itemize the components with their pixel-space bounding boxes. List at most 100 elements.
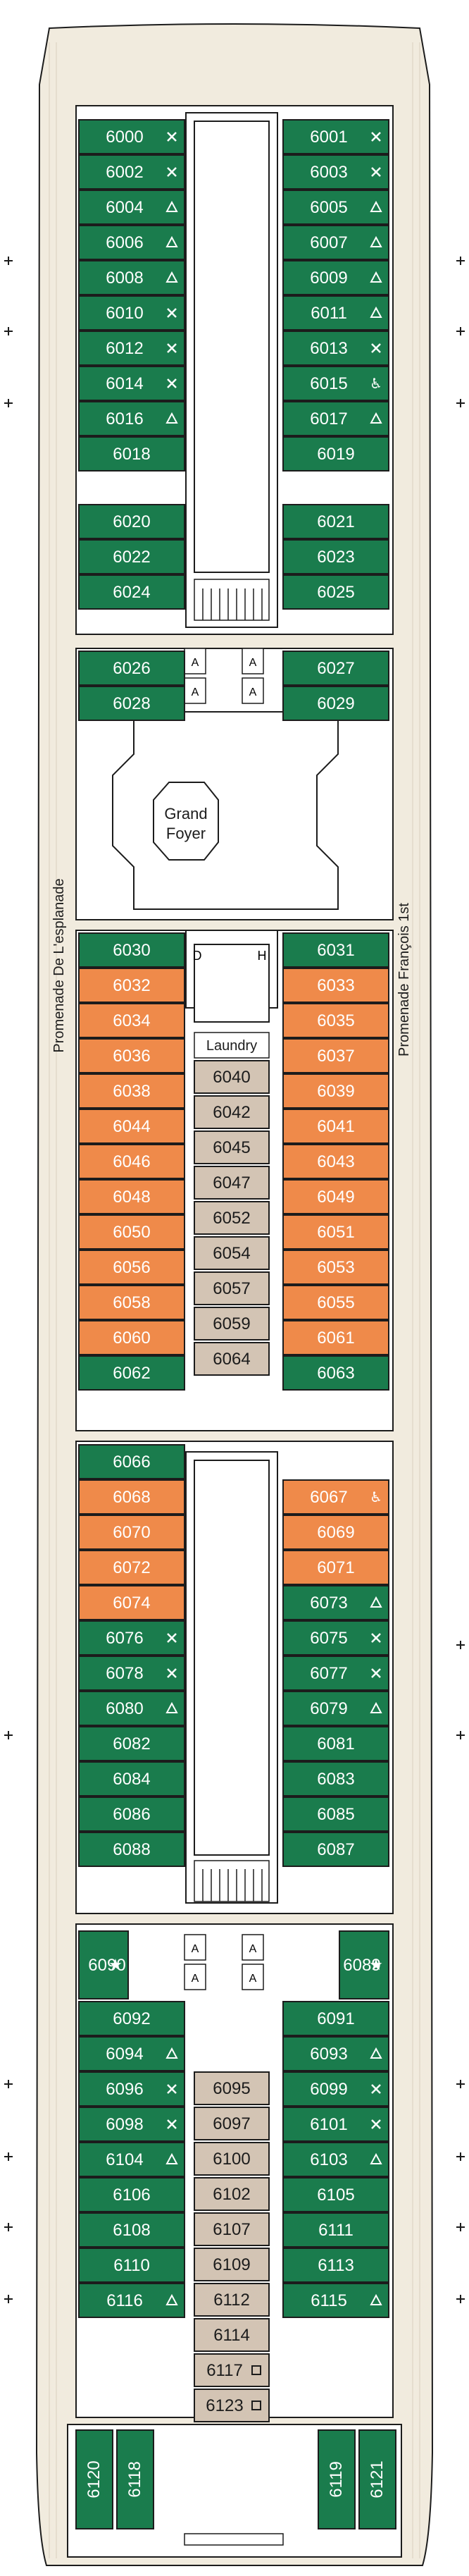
cabin-6098[interactable]: 6098	[78, 2107, 185, 2142]
cabin-6004[interactable]: 6004	[78, 190, 185, 225]
cabin-6100[interactable]: 6100	[194, 2142, 270, 2176]
cabin-6032[interactable]: 6032	[78, 968, 185, 1003]
cabin-6094[interactable]: 6094	[78, 2036, 185, 2071]
cabin-6091[interactable]: 6091	[282, 2001, 389, 2036]
cabin-6121[interactable]: 6121	[358, 2429, 396, 2529]
cabin-6099[interactable]: 6099	[282, 2071, 389, 2107]
cabin-6066[interactable]: 6066	[78, 1444, 185, 1479]
cabin-6103[interactable]: 6103	[282, 2142, 389, 2177]
cabin-6026[interactable]: 6026	[78, 651, 185, 686]
cabin-6043[interactable]: 6043	[282, 1144, 389, 1179]
cabin-6036[interactable]: 6036	[78, 1038, 185, 1073]
cabin-6000[interactable]: 6000	[78, 119, 185, 154]
cabin-6027[interactable]: 6027	[282, 651, 389, 686]
cabin-6105[interactable]: 6105	[282, 2177, 389, 2212]
cabin-6092[interactable]: 6092	[78, 2001, 185, 2036]
cabin-6063[interactable]: 6063	[282, 1355, 389, 1391]
cabin-6013[interactable]: 6013	[282, 331, 389, 366]
cabin-6035[interactable]: 6035	[282, 1003, 389, 1038]
cabin-6079[interactable]: 6079	[282, 1691, 389, 1726]
cabin-6088[interactable]: 6088	[78, 1832, 185, 1867]
cabin-6047[interactable]: 6047	[194, 1166, 270, 1200]
cabin-6052[interactable]: 6052	[194, 1201, 270, 1235]
cabin-6056[interactable]: 6056	[78, 1250, 185, 1285]
cabin-6019[interactable]: 6019	[282, 436, 389, 472]
cabin-6109[interactable]: 6109	[194, 2248, 270, 2281]
cabin-6117[interactable]: 6117	[194, 2353, 270, 2387]
cabin-6009[interactable]: 6009	[282, 260, 389, 295]
cabin-6054[interactable]: 6054	[194, 1236, 270, 1270]
cabin-6055[interactable]: 6055	[282, 1285, 389, 1320]
cabin-6084[interactable]: 6084	[78, 1761, 185, 1797]
cabin-6057[interactable]: 6057	[194, 1271, 270, 1305]
cabin-6008[interactable]: 6008	[78, 260, 185, 295]
cabin-6005[interactable]: 6005	[282, 190, 389, 225]
cabin-6090[interactable]: 6090★	[78, 1930, 129, 1999]
cabin-6022[interactable]: 6022	[78, 539, 185, 574]
cabin-6082[interactable]: 6082	[78, 1726, 185, 1761]
cabin-6081[interactable]: 6081	[282, 1726, 389, 1761]
cabin-6075[interactable]: 6075	[282, 1620, 389, 1656]
cabin-6076[interactable]: 6076	[78, 1620, 185, 1656]
cabin-6042[interactable]: 6042	[194, 1095, 270, 1129]
cabin-6095[interactable]: 6095	[194, 2071, 270, 2105]
cabin-6039[interactable]: 6039	[282, 1073, 389, 1109]
cabin-6104[interactable]: 6104	[78, 2142, 185, 2177]
cabin-6011[interactable]: 6011	[282, 295, 389, 331]
cabin-6010[interactable]: 6010	[78, 295, 185, 331]
cabin-6017[interactable]: 6017	[282, 401, 389, 436]
cabin-6101[interactable]: 6101	[282, 2107, 389, 2142]
cabin-6119[interactable]: 6119	[318, 2429, 356, 2529]
cabin-6021[interactable]: 6021	[282, 504, 389, 539]
cabin-6062[interactable]: 6062	[78, 1355, 185, 1391]
cabin-6077[interactable]: 6077	[282, 1656, 389, 1691]
cabin-6023[interactable]: 6023	[282, 539, 389, 574]
cabin-6112[interactable]: 6112	[194, 2283, 270, 2317]
cabin-6073[interactable]: 6073	[282, 1585, 389, 1620]
cabin-6116[interactable]: 6116	[78, 2283, 185, 2318]
cabin-6037[interactable]: 6037	[282, 1038, 389, 1073]
cabin-6001[interactable]: 6001	[282, 119, 389, 154]
cabin-6064[interactable]: 6064	[194, 1342, 270, 1376]
cabin-6113[interactable]: 6113	[282, 2248, 389, 2283]
cabin-6123[interactable]: 6123	[194, 2389, 270, 2422]
cabin-6006[interactable]: 6006	[78, 225, 185, 260]
cabin-6046[interactable]: 6046	[78, 1144, 185, 1179]
cabin-6085[interactable]: 6085	[282, 1797, 389, 1832]
cabin-6059[interactable]: 6059	[194, 1307, 270, 1341]
cabin-6061[interactable]: 6061	[282, 1320, 389, 1355]
cabin-6089[interactable]: 6089★	[339, 1930, 389, 1999]
cabin-6106[interactable]: 6106	[78, 2177, 185, 2212]
cabin-6083[interactable]: 6083	[282, 1761, 389, 1797]
cabin-6048[interactable]: 6048	[78, 1179, 185, 1214]
cabin-6029[interactable]: 6029	[282, 686, 389, 721]
cabin-6031[interactable]: 6031	[282, 932, 389, 968]
cabin-6024[interactable]: 6024	[78, 574, 185, 610]
cabin-6007[interactable]: 6007	[282, 225, 389, 260]
cabin-6002[interactable]: 6002	[78, 154, 185, 190]
cabin-6108[interactable]: 6108	[78, 2212, 185, 2248]
cabin-6041[interactable]: 6041	[282, 1109, 389, 1144]
cabin-6058[interactable]: 6058	[78, 1285, 185, 1320]
cabin-6102[interactable]: 6102	[194, 2177, 270, 2211]
cabin-6045[interactable]: 6045	[194, 1130, 270, 1164]
cabin-6044[interactable]: 6044	[78, 1109, 185, 1144]
cabin-6015[interactable]: 6015♿	[282, 366, 389, 401]
cabin-6074[interactable]: 6074	[78, 1585, 185, 1620]
cabin-6118[interactable]: 6118	[116, 2429, 154, 2529]
cabin-6080[interactable]: 6080	[78, 1691, 185, 1726]
cabin-6018[interactable]: 6018	[78, 436, 185, 472]
cabin-6049[interactable]: 6049	[282, 1179, 389, 1214]
cabin-6110[interactable]: 6110	[78, 2248, 185, 2283]
cabin-6070[interactable]: 6070	[78, 1515, 185, 1550]
cabin-6034[interactable]: 6034	[78, 1003, 185, 1038]
cabin-6096[interactable]: 6096	[78, 2071, 185, 2107]
cabin-6068[interactable]: 6068	[78, 1479, 185, 1515]
cabin-6012[interactable]: 6012	[78, 331, 185, 366]
cabin-6030[interactable]: 6030	[78, 932, 185, 968]
cabin-6053[interactable]: 6053	[282, 1250, 389, 1285]
cabin-6033[interactable]: 6033	[282, 968, 389, 1003]
cabin-6003[interactable]: 6003	[282, 154, 389, 190]
cabin-6020[interactable]: 6020	[78, 504, 185, 539]
cabin-6050[interactable]: 6050	[78, 1214, 185, 1250]
